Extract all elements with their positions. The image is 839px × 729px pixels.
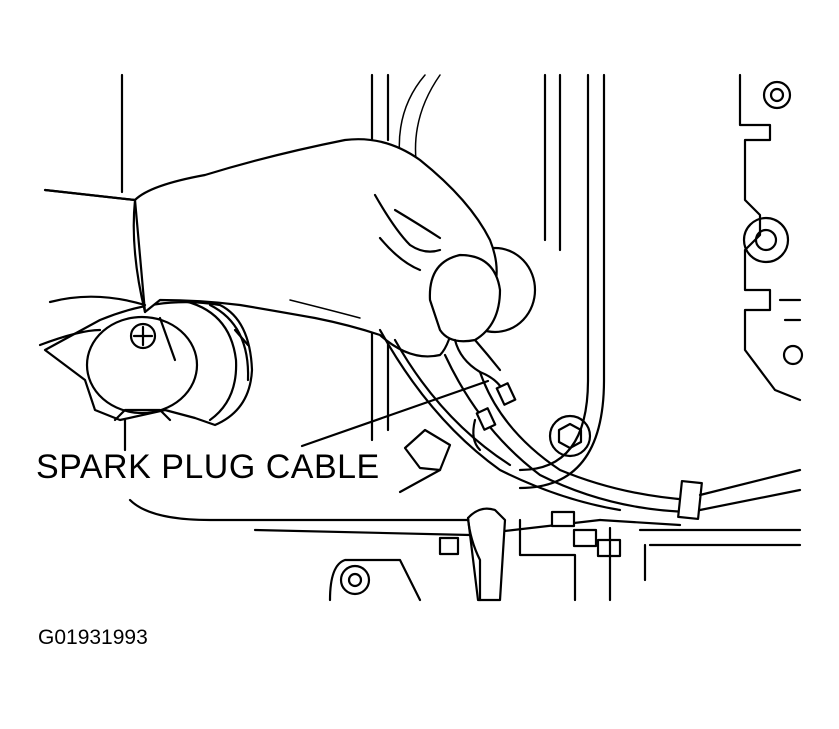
oil-filler-cap [43, 298, 254, 452]
cover-lower-edge [128, 498, 602, 537]
engine-lower-components [328, 507, 802, 602]
engine-block-right [738, 73, 804, 402]
cable-bracket [398, 428, 452, 494]
spark-plug-cable [378, 253, 802, 521]
gloved-hand [38, 138, 498, 358]
spark-plug-cable-label: SPARK PLUG CABLE [36, 448, 380, 486]
callout-leader-line [300, 379, 490, 448]
valve-cover-bolt [548, 414, 592, 458]
figure-id: G01931993 [38, 626, 148, 649]
